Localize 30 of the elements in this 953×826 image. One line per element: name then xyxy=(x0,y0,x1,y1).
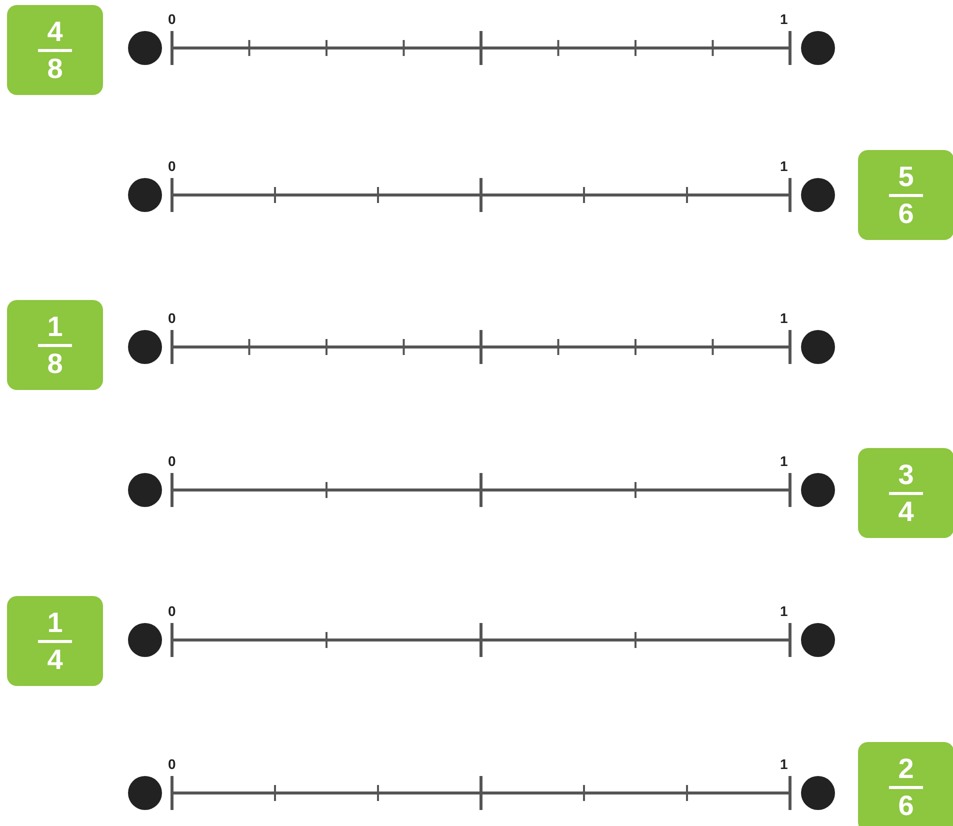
tick-label: 0 xyxy=(168,311,176,325)
fraction-card xyxy=(858,742,953,826)
fraction-card xyxy=(7,596,103,686)
numerator: 1 xyxy=(47,608,63,638)
fraction-card xyxy=(7,300,103,390)
denominator: 4 xyxy=(898,496,914,526)
tick-label: 0 xyxy=(168,454,176,468)
numerator: 4 xyxy=(47,16,63,46)
fraction-card xyxy=(858,448,953,538)
fraction-card xyxy=(7,5,103,95)
numerator: 1 xyxy=(47,312,63,342)
tick-label: 0 xyxy=(168,604,176,618)
denominator: 4 xyxy=(47,644,63,674)
denominator: 8 xyxy=(47,54,63,84)
fraction-card xyxy=(858,150,953,240)
denominator: 6 xyxy=(898,790,914,820)
tick-label: 0 xyxy=(168,12,176,26)
tick-label: 1 xyxy=(780,12,788,26)
numerator: 2 xyxy=(898,754,914,784)
numerator: 5 xyxy=(898,162,914,192)
denominator: 6 xyxy=(898,198,914,228)
tick-label: 1 xyxy=(780,454,788,468)
tick-label: 1 xyxy=(780,159,788,173)
numerator: 3 xyxy=(898,460,914,490)
tick-label: 0 xyxy=(168,159,176,173)
tick-label: 1 xyxy=(780,757,788,771)
denominator: 8 xyxy=(47,348,63,378)
tick-label: 0 xyxy=(168,757,176,771)
tick-label: 1 xyxy=(780,604,788,618)
tick-label: 1 xyxy=(780,311,788,325)
